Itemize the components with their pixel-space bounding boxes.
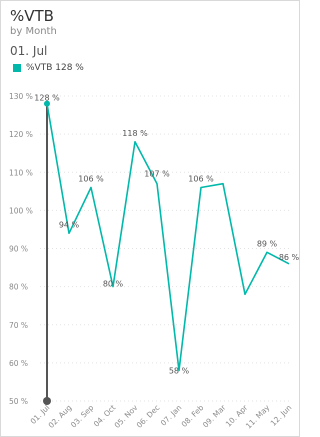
- selected-point-label: 01. Jul: [10, 44, 48, 58]
- y-tick-label: 120 %: [9, 130, 33, 139]
- legend-swatch: [13, 64, 21, 72]
- chart-title: %VTB: [10, 7, 54, 25]
- legend-label: %VTB 128 %: [26, 63, 84, 73]
- y-tick-label: 100 %: [9, 206, 33, 215]
- y-tick-label: 70 %: [9, 321, 28, 330]
- x-tick-label: 03. Sep: [69, 403, 96, 430]
- cursor-handle: [43, 397, 51, 405]
- line-chart[interactable]: 50 % 60 % 70 % 80 % 90 % 100 % 110 % 120 % 130 %…: [0, 0, 300, 437]
- data-label: 86 %: [279, 253, 300, 262]
- x-tick-label: 06. Dec: [135, 403, 162, 430]
- x-tick-label: 12. Jun: [269, 403, 294, 428]
- data-label: 107 %: [144, 170, 170, 179]
- chart-subtitle: by Month: [10, 26, 57, 37]
- highlighted-point-marker: [44, 100, 50, 107]
- data-label: 89 %: [257, 239, 278, 248]
- y-tick-label: 80 %: [9, 283, 28, 292]
- chart-card: %VTB by Month 01. Jul %VTB 128 %: [0, 0, 300, 437]
- y-tick-label: 60 %: [9, 359, 28, 368]
- y-tick-label: 110 %: [9, 168, 33, 177]
- series-line-vtb: [46, 103, 290, 372]
- data-label: 106 %: [78, 175, 104, 184]
- data-label: 118 %: [122, 129, 148, 138]
- data-label: 58 %: [169, 367, 190, 376]
- y-tick-label: 130 %: [9, 92, 33, 101]
- data-label: 80 %: [103, 280, 124, 289]
- x-tick-label: 09. Mar: [201, 402, 228, 429]
- y-tick-label: 50 %: [9, 397, 28, 406]
- data-label: 128 %: [34, 94, 60, 103]
- data-label: 94 %: [59, 220, 80, 229]
- y-tick-label: 90 %: [9, 245, 28, 254]
- legend: %VTB 128 %: [13, 62, 84, 74]
- data-label: 106 %: [188, 175, 214, 184]
- x-tick-label: 02. Aug: [47, 403, 74, 430]
- x-tick-label: 11. May: [244, 403, 272, 431]
